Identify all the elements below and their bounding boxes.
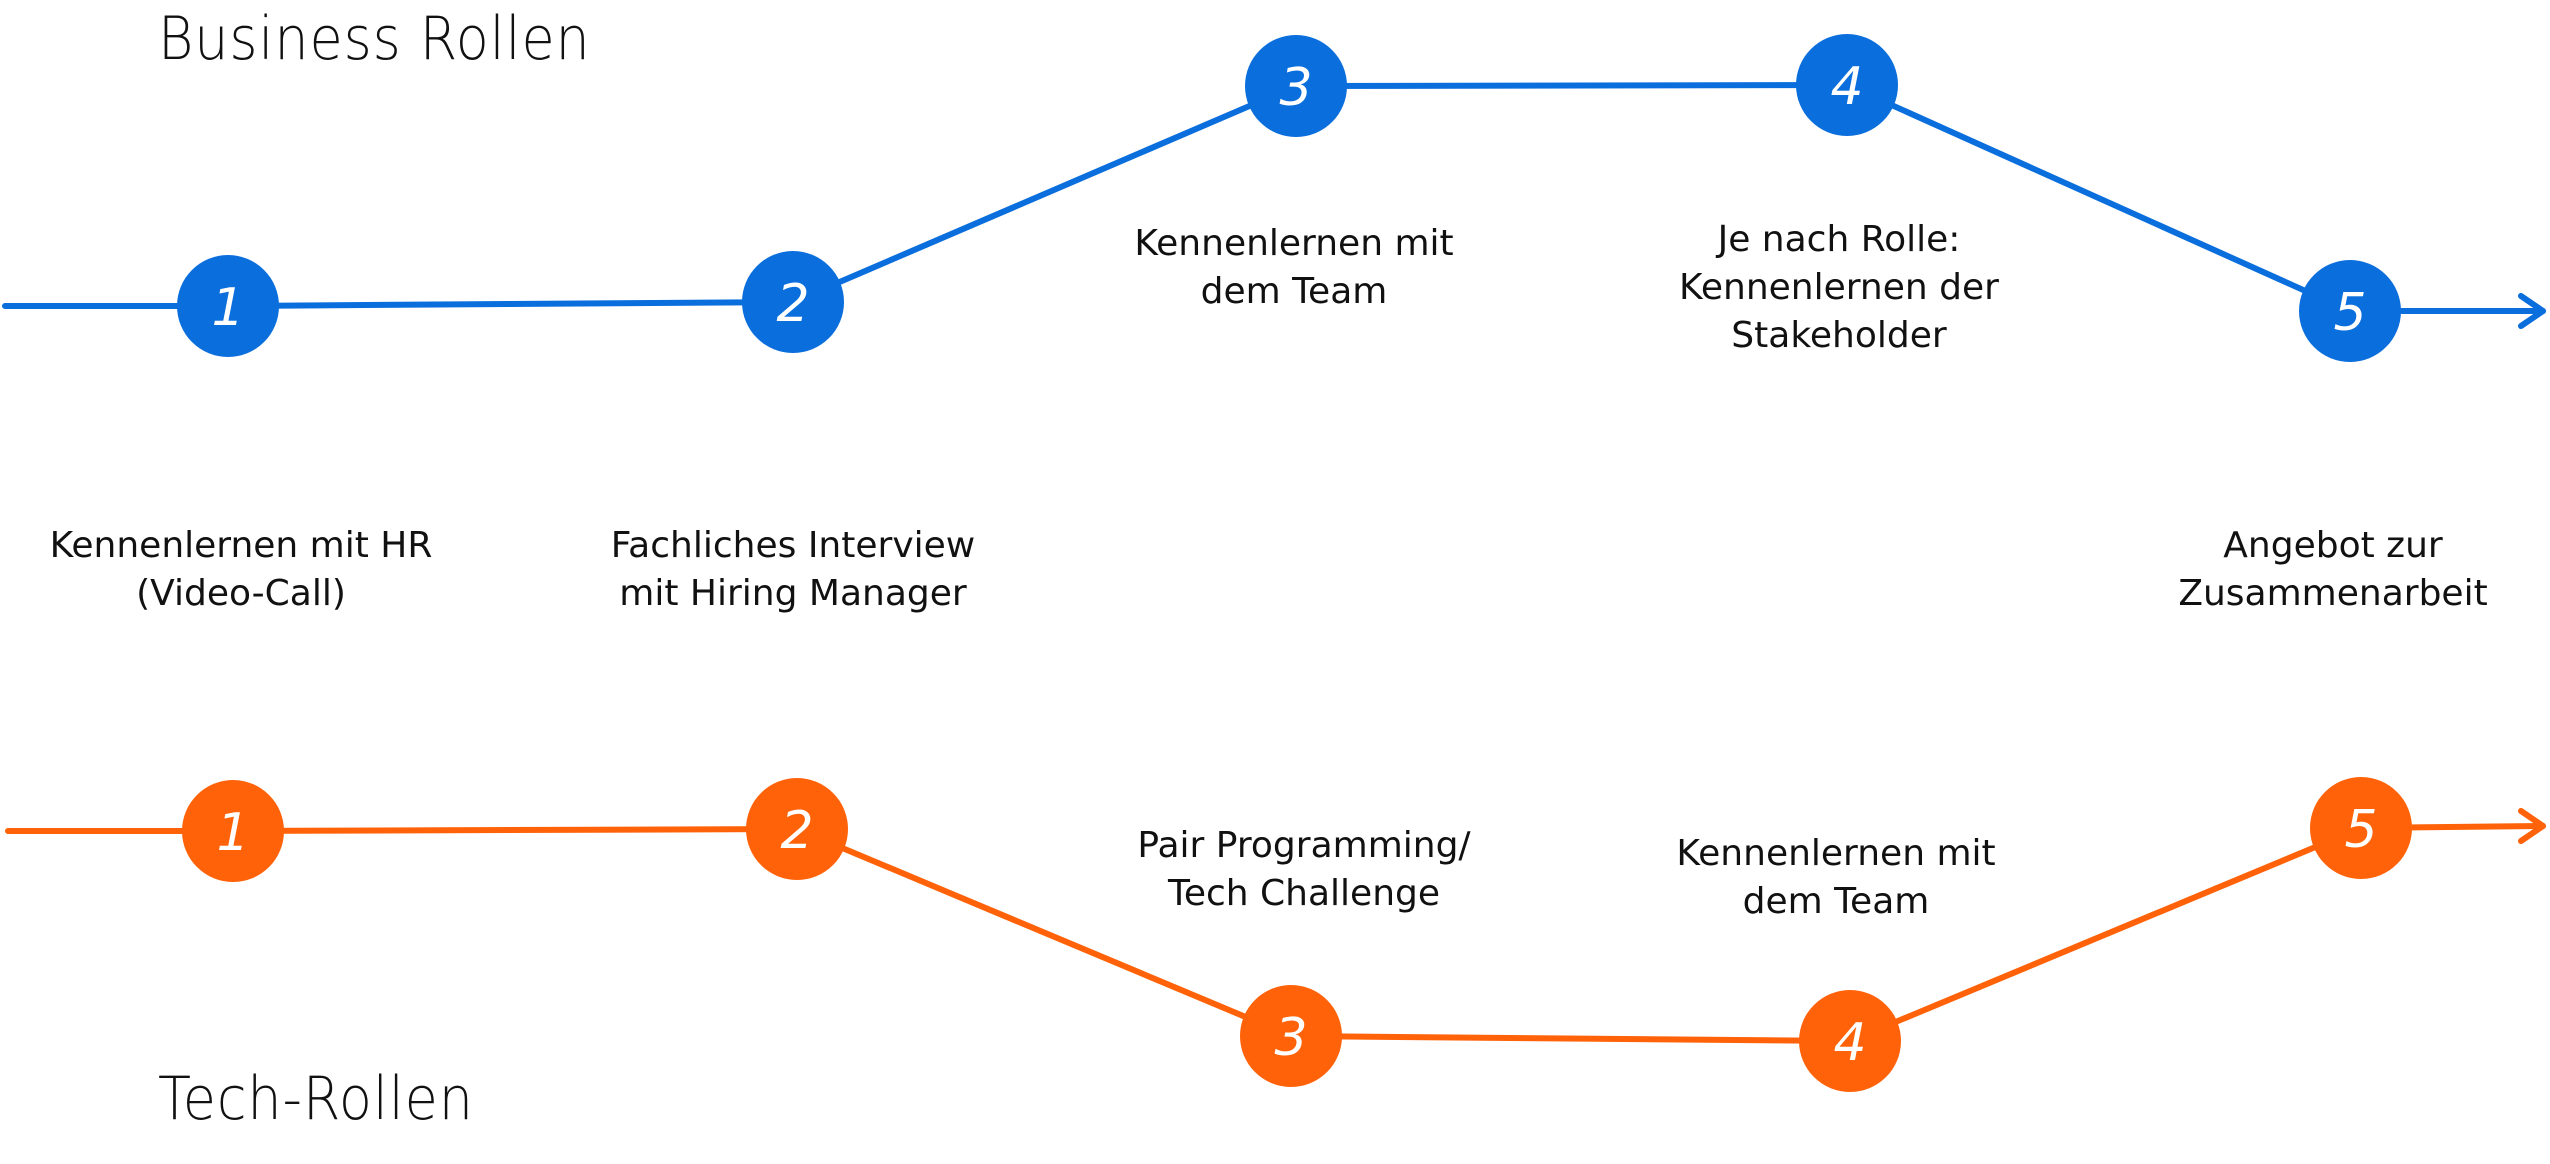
business-step-5-number: 5 bbox=[2333, 283, 2366, 343]
business-step-5-label: Angebot zur Zusammenarbeit bbox=[2178, 525, 2488, 614]
tech-step-5-node: 5 bbox=[2310, 777, 2412, 879]
business-step-3-node: 3 bbox=[1245, 35, 1347, 137]
business-step-2-label: Fachliches Interview mit Hiring Manager bbox=[610, 525, 976, 614]
business-step-3-number: 3 bbox=[1279, 58, 1312, 118]
business-step-4-node: 4 bbox=[1796, 34, 1898, 136]
tech-step-3-circle bbox=[1240, 985, 1342, 1087]
business-arrow-head-icon bbox=[2518, 293, 2546, 329]
tech-step-4-label: Kennenlernen mit dem Team bbox=[1676, 833, 1996, 922]
business-step-1-node: 1 bbox=[177, 255, 279, 357]
tech-track-title: Tech-Rollen bbox=[158, 1064, 474, 1134]
tech-step-3-node: 3 bbox=[1240, 985, 1342, 1087]
tech-step-4-node: 4 bbox=[1799, 990, 1901, 1092]
tech-step-1-number: 1 bbox=[216, 803, 249, 863]
business-step-4-number: 4 bbox=[1830, 57, 1863, 117]
business-step-5-node: 5 bbox=[2299, 260, 2401, 362]
business-step-5-circle bbox=[2299, 260, 2401, 362]
business-step-2-circle bbox=[742, 251, 844, 353]
business-step-1-number: 1 bbox=[211, 278, 244, 338]
tech-step-2-number: 2 bbox=[780, 801, 813, 861]
tech-step-5-number: 5 bbox=[2344, 800, 2377, 860]
tech-step-4-circle bbox=[1799, 990, 1901, 1092]
tech-step-4-number: 4 bbox=[1833, 1013, 1866, 1073]
business-step-4-circle bbox=[1796, 34, 1898, 136]
tech-step-1-circle bbox=[182, 780, 284, 882]
business-step-1-circle bbox=[177, 255, 279, 357]
business-track-title: Business Rollen bbox=[158, 4, 591, 74]
tech-step-5-circle bbox=[2310, 777, 2412, 879]
tech-step-1-node: 1 bbox=[182, 780, 284, 882]
business-step-2-number: 2 bbox=[776, 274, 809, 334]
business-step-1-label: Kennenlernen mit HR (Video-Call) bbox=[49, 525, 433, 614]
tech-arrow-head-icon bbox=[2518, 808, 2546, 844]
tech-step-2-node: 2 bbox=[746, 778, 848, 880]
business-step-4-label: Je nach Rolle: Kennenlernen der Stakehol… bbox=[1679, 219, 1999, 356]
business-step-2-node: 2 bbox=[742, 251, 844, 353]
tech-step-3-number: 3 bbox=[1274, 1008, 1307, 1068]
tech-step-3-label: Pair Programming/ Tech Challenge bbox=[1137, 825, 1471, 914]
business-step-3-label: Kennenlernen mit dem Team bbox=[1134, 223, 1454, 312]
tech-step-2-circle bbox=[746, 778, 848, 880]
business-step-3-circle bbox=[1245, 35, 1347, 137]
